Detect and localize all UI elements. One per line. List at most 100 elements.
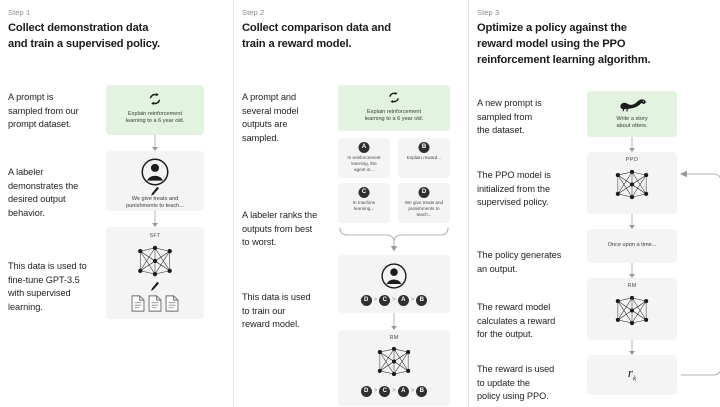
feedback-loop-arrow (673, 163, 720, 383)
step-2-body: A prompt and several model outputs are s… (242, 63, 458, 406)
step-label-1: Step 1 (8, 8, 31, 17)
rm-rank-item-2: C (379, 385, 391, 397)
step-1-graphics-track: Explain reinforcement learning to a 6 ye… (100, 63, 223, 383)
reward-symbol: rk (587, 365, 677, 383)
policy-output-card: Once upon a time... (587, 228, 677, 263)
otter-icon (617, 97, 647, 113)
labeler-person-icon (140, 157, 170, 187)
rm-rank-item-4: B (416, 385, 428, 397)
output-card-d: D We give treats and punishments to teac… (398, 182, 450, 223)
output-badge-d: D (418, 186, 430, 198)
rm-rank-item-3: A (397, 385, 409, 397)
refresh-circle-icon (388, 91, 401, 104)
step-1-body: A prompt is sampled from our prompt data… (8, 63, 223, 383)
rank-item-3: A (397, 294, 409, 306)
step-2-paragraph-1: A prompt and several model outputs are s… (242, 91, 299, 144)
pencil-icon (150, 186, 160, 197)
output-card-b: B Explain reward... (398, 137, 450, 178)
step-1-paragraph-3: This data is used to fine-tune GPT-3.5 w… (8, 260, 87, 313)
refresh-circle-icon (148, 92, 162, 106)
output-card-a: A In reinforcement learning, the agent i… (338, 137, 390, 178)
ppo-card: PPO (587, 151, 677, 214)
neural-network-icon (132, 243, 178, 279)
rank-item-4: B (416, 294, 428, 306)
reward-model-card: RM (587, 277, 677, 340)
prompt-card-caption: Explain reinforcement learning to a 6 ye… (364, 108, 424, 123)
prompt-card: Explain reinforcement learning to a 6 ye… (338, 84, 450, 131)
step-3-body: A new prompt is sampled from the dataset… (477, 73, 720, 402)
step-3-paragraph-5: The reward is used to update the policy … (477, 363, 555, 402)
brace-collector-icon (338, 226, 450, 252)
neural-network-icon (610, 167, 654, 202)
step-3-paragraph-1: A new prompt is sampled from the dataset… (477, 97, 542, 136)
column-step-1: Step 1 Collect demonstration data and tr… (0, 0, 233, 407)
output-text-d: We give treats and punishments to teach.… (404, 199, 444, 217)
new-prompt-card: Write a story about otters. (587, 90, 677, 137)
step-3-text-track: A new prompt is sampled from the dataset… (477, 73, 585, 402)
step-3-graphics-track: Write a story about otters. PPO (585, 73, 720, 395)
arrow-labeler-to-sft (106, 210, 204, 227)
neural-network-icon (610, 293, 654, 328)
new-prompt-caption: Write a story about otters. (616, 115, 648, 130)
labeler-card: We give treats and punishments to teach.… (106, 150, 204, 211)
column-step-3: Step 3 Optimize a policy against the rew… (468, 0, 720, 407)
output-badge-a: A (358, 141, 370, 153)
labeler-card-caption: We give treats and punishments to teach.… (126, 195, 184, 210)
ranking-row: D > C > A > B (338, 294, 450, 306)
output-badge-c: C (358, 186, 370, 198)
labeler-person-icon (380, 262, 408, 290)
prompt-card-caption: Explain reinforcement learning to a 6 ye… (125, 110, 185, 125)
rank-separator: > (410, 388, 415, 395)
rank-separator: > (373, 297, 378, 304)
output-text-b: Explain reward... (406, 154, 442, 160)
column-step-2: Step 2 Collect comparison data and train… (233, 0, 468, 407)
step-1-paragraph-2: A labeler demonstrates the desired outpu… (8, 166, 79, 219)
step-2-graphics-track: Explain reinforcement learning to a 6 ye… (334, 63, 458, 406)
sft-card: SFT (106, 226, 204, 319)
step-title-3: Optimize a policy against the reward mod… (477, 22, 651, 66)
step-2-text-track: A prompt and several model outputs are s… (242, 63, 334, 383)
reward-value-card: rk (587, 354, 677, 395)
arrow-rm-to-reward (587, 339, 677, 355)
step-1-paragraph-1: A prompt is sampled from our prompt data… (8, 91, 79, 130)
reward-model-card: RM (338, 329, 450, 406)
step-3-paragraph-4: The reward model calculates a reward for… (477, 301, 556, 340)
rank-separator: > (410, 297, 415, 304)
rm-label: RM (627, 282, 637, 289)
ppo-label: PPO (625, 156, 639, 163)
step-label-2: Step 2 (242, 8, 265, 17)
pencil-icon (150, 281, 160, 292)
step-title-2: Collect comparison data and train a rewa… (242, 22, 391, 50)
output-card-c: C In machine learning... (338, 182, 390, 223)
reward-symbol-base: r (627, 364, 633, 380)
arrow-output-to-rm (587, 262, 677, 278)
arrow-ranking-to-rm (338, 312, 450, 330)
step-2-paragraph-3: This data is used to train our reward mo… (242, 291, 311, 330)
rank-separator: > (392, 388, 396, 395)
rank-item-2: C (379, 294, 391, 306)
rm-ranking-row: D > C > A > B (338, 385, 450, 397)
step-3-paragraph-3: The policy generates an output. (477, 249, 562, 274)
output-text-a: In reinforcement learning, the agent is.… (347, 154, 381, 172)
step-3-paragraph-2: The PPO model is initialized from the su… (477, 169, 551, 208)
documents-icon-group (131, 295, 179, 312)
step-title-1: Collect demonstration data and train a s… (8, 22, 160, 50)
rm-label: RM (389, 334, 399, 341)
policy-output-caption: Once upon a time... (607, 241, 657, 248)
prompt-card: Explain reinforcement learning to a 6 ye… (106, 84, 204, 135)
rank-separator: > (373, 388, 378, 395)
output-badge-b: B (418, 141, 430, 153)
step-label-3: Step 3 (477, 8, 500, 17)
rank-item-1: D (360, 294, 372, 306)
rank-separator: > (392, 297, 396, 304)
arrow-prompt-to-ppo (587, 136, 677, 152)
rm-rank-item-1: D (360, 385, 372, 397)
ranking-card: D > C > A > B (338, 254, 450, 313)
sft-label: SFT (149, 232, 161, 239)
step-2-paragraph-2: A labeler ranks the outputs from best to… (242, 209, 318, 248)
arrow-prompt-to-labeler (106, 134, 204, 151)
arrow-ppo-to-output (587, 213, 677, 229)
step-1-text-track: A prompt is sampled from our prompt data… (8, 63, 100, 383)
